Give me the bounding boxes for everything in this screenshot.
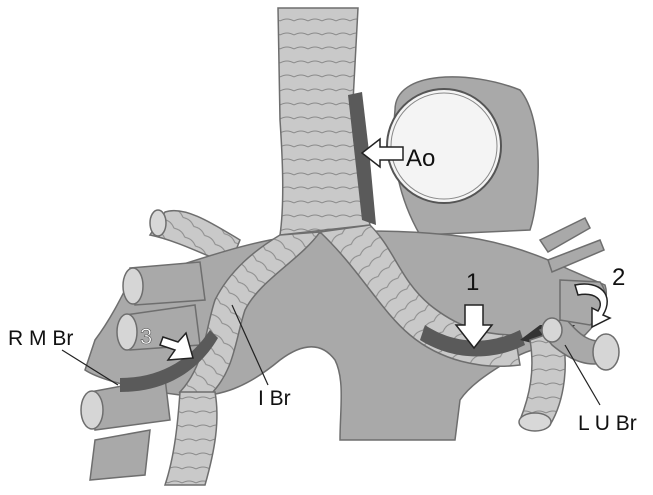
label-ao: Ao — [406, 145, 435, 172]
label-rmbr: R M Br — [8, 327, 73, 350]
label-ibr: I Br — [258, 387, 291, 410]
aorta-lumen — [387, 89, 501, 203]
label-marker-3: 3 — [140, 324, 152, 349]
trachea — [278, 8, 376, 235]
label-marker-2: 2 — [612, 264, 625, 291]
label-lubr: L U Br — [578, 412, 637, 435]
label-marker-1: 1 — [466, 269, 479, 296]
